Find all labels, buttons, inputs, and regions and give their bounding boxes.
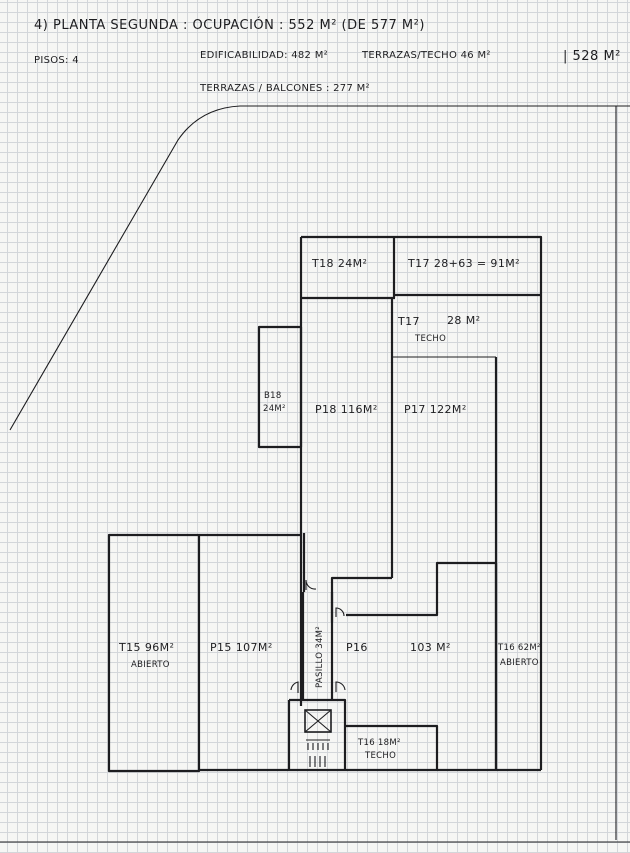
label-passage: PASILLO 34M² xyxy=(315,626,325,688)
label-p16-area: 103 M² xyxy=(410,641,451,654)
header-plan-title: 4) PLANTA SEGUNDA : OCUPACIÓN : 552 M² (… xyxy=(34,17,425,33)
stair-core-outline xyxy=(287,698,347,770)
header-terraces-roof: TERRAZAS/TECHO 46 M² xyxy=(361,50,491,61)
door-p15 xyxy=(290,681,299,693)
label-t16-roof-note: TECHO xyxy=(364,751,396,761)
t16-roof-outline xyxy=(345,724,439,770)
elevator-symbol xyxy=(304,709,332,733)
label-p16-name: P16 xyxy=(346,641,368,654)
b18-balcony-outline xyxy=(257,325,303,449)
label-t17-roof-name: T17 xyxy=(397,315,420,328)
site-boundary-line xyxy=(9,105,630,431)
label-t17-top: T17 28+63 = 91M² xyxy=(407,257,520,270)
door-passage-north xyxy=(305,579,317,590)
header-total: | 528 M² xyxy=(563,49,621,64)
header-floors: PISOS: 4 xyxy=(34,55,79,66)
header-terraces-balconies: TERRAZAS / BALCONES : 277 M² xyxy=(199,83,370,94)
label-t15-name: T15 96M² xyxy=(118,641,174,654)
label-b18-area: 24M² xyxy=(263,404,286,414)
label-t16-side-name: T16 62M² xyxy=(497,643,541,653)
t15-balcony-outline xyxy=(107,533,201,773)
p15-outline xyxy=(199,533,541,772)
plan-walls xyxy=(107,235,543,773)
label-t17-roof-note: TECHO xyxy=(414,334,446,344)
outer-wall-north-block xyxy=(299,235,543,770)
door-p16-south xyxy=(335,681,346,692)
door-swings xyxy=(290,579,346,693)
wall-p16-notch xyxy=(346,561,496,617)
stair-symbol xyxy=(306,739,330,767)
label-p15: P15 107M² xyxy=(210,641,273,654)
label-t16-roof-name: T16 18M² xyxy=(357,738,401,748)
label-t15-note: ABIERTO xyxy=(131,660,170,670)
label-t18: T18 24M² xyxy=(311,257,367,270)
label-b18-name: B18 xyxy=(264,391,282,401)
label-p17: P17 122M² xyxy=(404,403,467,416)
header-buildability: EDIFICABILIDAD: 482 M² xyxy=(200,50,328,61)
label-p18: P18 116M² xyxy=(315,403,378,416)
label-t17-roof-area: 28 M² xyxy=(447,314,480,327)
label-t16-side-note: ABIERTO xyxy=(500,658,539,668)
door-p16-north xyxy=(335,607,345,617)
